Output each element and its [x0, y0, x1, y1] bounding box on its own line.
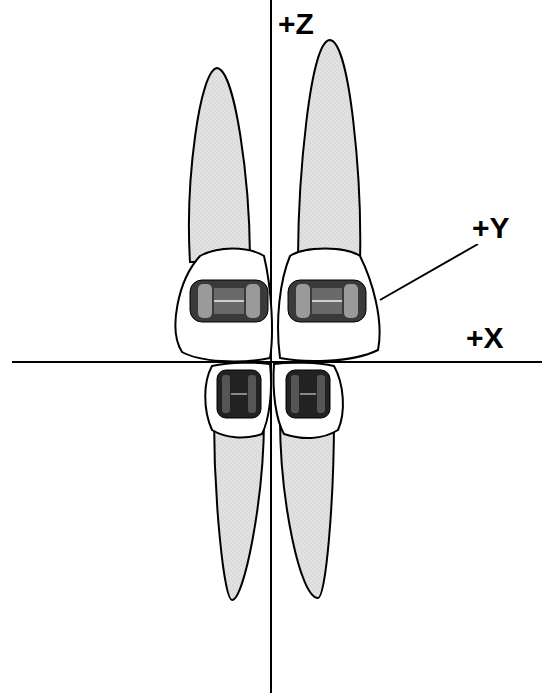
root: [214, 418, 264, 600]
axis-label: +Z: [276, 8, 316, 40]
bracket: [190, 280, 268, 322]
bracket: [217, 370, 261, 418]
axis-label: +Y: [470, 212, 512, 244]
crown: [278, 249, 380, 361]
crown: [176, 249, 272, 362]
crown: [273, 363, 342, 438]
root: [298, 40, 360, 262]
root: [189, 68, 250, 262]
bracket: [286, 370, 330, 418]
bracket: [288, 280, 366, 322]
axis-label: +X: [464, 322, 506, 354]
root: [280, 418, 334, 598]
crown: [205, 363, 271, 438]
y-axis: [380, 244, 478, 300]
